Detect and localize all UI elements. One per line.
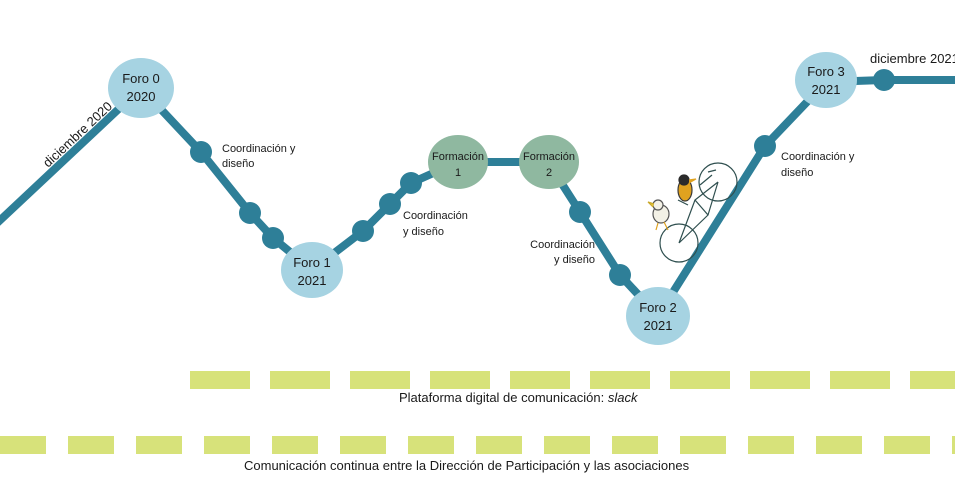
slack-band bbox=[190, 371, 955, 389]
waypoint-dots bbox=[190, 69, 895, 286]
coordination-label-4-line1: Coordinación y bbox=[781, 151, 855, 163]
coordination-label-3-line1: Coordinación bbox=[530, 239, 595, 251]
node-foro-3-year: 2021 bbox=[812, 82, 841, 97]
waypoint-dot bbox=[190, 141, 212, 163]
waypoint-dot bbox=[379, 193, 401, 215]
start-date-label: diciembre 2020 bbox=[40, 99, 115, 171]
slack-caption: Plataforma digital de comunicación: slac… bbox=[399, 390, 637, 405]
coordination-label-3-line2: y diseño bbox=[554, 254, 595, 266]
slack-caption-italic: slack bbox=[607, 390, 638, 405]
node-formacion-1-title: Formación bbox=[432, 151, 484, 163]
node-formacion-1: Formación 1 bbox=[428, 135, 488, 189]
coordination-label-2-line2: y diseño bbox=[403, 226, 444, 238]
node-foro-2: Foro 2 2021 bbox=[626, 287, 690, 345]
coordination-label-1-line2: diseño bbox=[222, 158, 254, 170]
node-foro-1-title: Foro 1 bbox=[293, 255, 331, 270]
slack-caption-text: Plataforma digital de comunicación: bbox=[399, 390, 608, 405]
coordination-label-1-line1: Coordinación y bbox=[222, 143, 296, 155]
node-formacion-1-number: 1 bbox=[455, 167, 461, 179]
waypoint-dot bbox=[569, 201, 591, 223]
coordination-label-4-line2: diseño bbox=[781, 167, 813, 179]
coordination-label-3: Coordinación y diseño bbox=[530, 239, 595, 266]
node-foro-1-year: 2021 bbox=[298, 273, 327, 288]
node-formacion-2: Formación 2 bbox=[519, 135, 579, 189]
coordination-label-2: Coordinación y diseño bbox=[403, 210, 468, 238]
node-foro-3-title: Foro 3 bbox=[807, 64, 845, 79]
node-formacion-2-number: 2 bbox=[546, 167, 552, 179]
waypoint-dot bbox=[352, 220, 374, 242]
node-foro-1: Foro 1 2021 bbox=[281, 242, 343, 298]
node-foro-2-title: Foro 2 bbox=[639, 300, 677, 315]
node-foro-0-title: Foro 0 bbox=[122, 71, 160, 86]
waypoint-dot bbox=[239, 202, 261, 224]
waypoint-dot bbox=[873, 69, 895, 91]
node-foro-3: Foro 3 2021 bbox=[795, 52, 857, 108]
waypoint-dot bbox=[609, 264, 631, 286]
node-foro-0: Foro 0 2020 bbox=[108, 58, 174, 118]
continua-caption: Comunicación continua entre la Dirección… bbox=[244, 458, 690, 473]
coordination-label-4: Coordinación y diseño bbox=[781, 151, 855, 179]
node-foro-2-year: 2021 bbox=[644, 318, 673, 333]
waypoint-dot bbox=[400, 172, 422, 194]
node-foro-0-year: 2020 bbox=[127, 89, 156, 104]
coordination-label-2-line1: Coordinación bbox=[403, 210, 468, 222]
end-date-label: diciembre 2021 bbox=[870, 51, 955, 66]
waypoint-dot bbox=[754, 135, 776, 157]
coordination-label-1: Coordinación y diseño bbox=[222, 143, 296, 170]
node-formacion-2-title: Formación bbox=[523, 151, 575, 163]
waypoint-dot bbox=[262, 227, 284, 249]
continua-band bbox=[0, 436, 955, 454]
tandem-bicycle-birds-icon bbox=[647, 162, 738, 263]
